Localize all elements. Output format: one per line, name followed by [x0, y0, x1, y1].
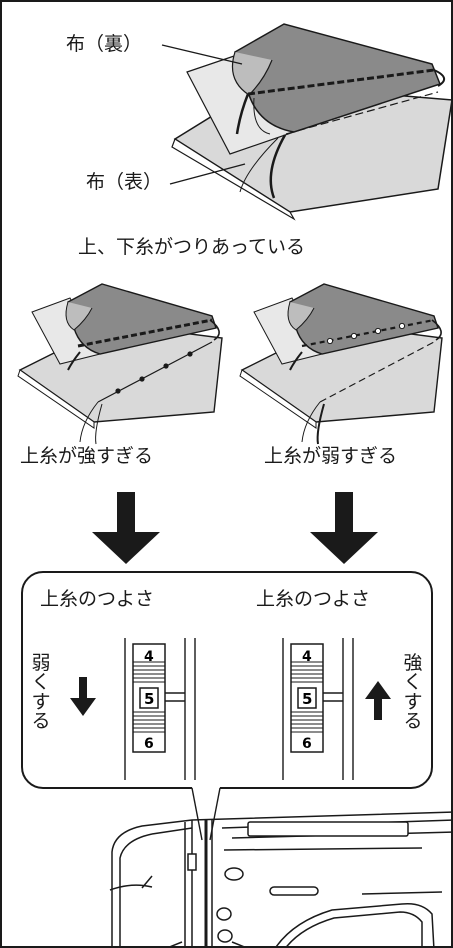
illustration-too-loose	[239, 283, 443, 445]
leader-fabric-back	[161, 44, 243, 65]
tension-panel	[21, 571, 433, 789]
leader-fabric-front	[169, 163, 246, 185]
too-loose-caption: 上糸が弱すぎる	[264, 445, 398, 467]
illustration-too-tight	[17, 283, 223, 445]
thread-ends-top	[235, 91, 439, 199]
strengthen-vertical-label: 強 く す る	[403, 652, 423, 733]
dial-right-middle-number: 5	[302, 690, 312, 708]
dial-left-top-number: 4	[144, 649, 154, 665]
too-tight-caption: 上糸が強すぎる	[20, 445, 154, 467]
dial-right-top-number: 4	[302, 649, 312, 665]
down-arrow-right	[310, 492, 378, 564]
dial-left-middle-number: 5	[144, 690, 154, 708]
weaken-arrow-icon	[70, 677, 96, 716]
tension-label-left: 上糸のつよさ	[40, 588, 155, 610]
balanced-caption: 上、下糸がつりあっている	[78, 236, 306, 258]
strengthen-arrow-icon	[365, 681, 391, 720]
sewing-machine	[109, 811, 451, 946]
down-arrow-left	[92, 492, 160, 564]
weaken-vertical-label: 弱 く す る	[31, 652, 51, 733]
dial-left-bottom-number: 6	[144, 736, 154, 752]
fabric-front-label: 布（表）	[86, 171, 163, 193]
tension-label-right: 上糸のつよさ	[256, 588, 371, 610]
fabric-back-top	[231, 23, 445, 133]
tension-dial-right: 4 5 6	[282, 638, 354, 780]
dial-right-bottom-number: 6	[302, 736, 312, 752]
tension-dial-left: 4 5 6	[124, 638, 196, 780]
fabric-back-label: 布（裏）	[66, 33, 143, 55]
